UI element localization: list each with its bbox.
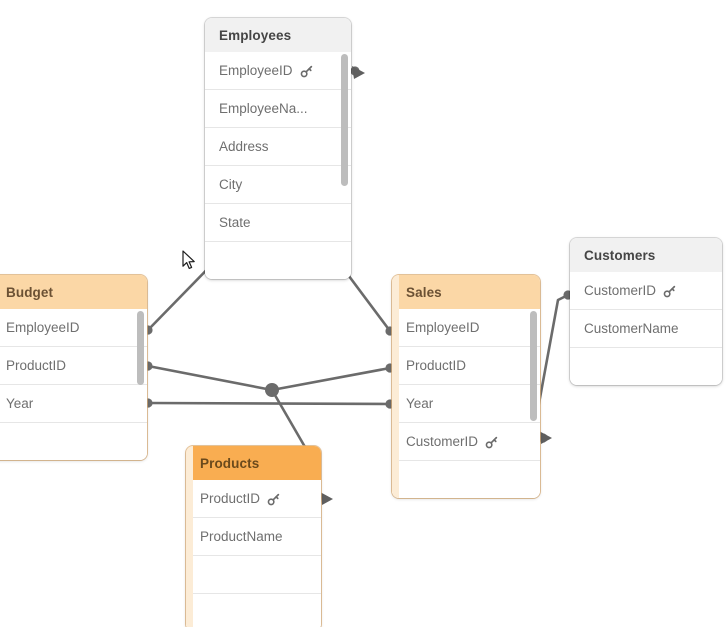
field-label: ProductID [6,358,67,373]
table-title-sales[interactable]: Sales [392,275,540,309]
table-accent-strip [392,275,399,498]
relationship-link-budget-junction[interactable] [146,364,274,392]
field-label: ProductID [200,491,261,506]
field-label: ProductName [200,529,283,544]
field-label: CustomerID [584,283,657,298]
field-row[interactable]: EmployeeNa... [205,89,351,127]
field-row[interactable]: City [205,165,351,203]
field-row[interactable]: CustomerName [570,309,722,347]
products-edge-arrow[interactable] [320,492,333,505]
link-junction-product-junction[interactable] [265,383,279,397]
field-row-empty [186,555,321,593]
field-row[interactable]: CustomerID [392,422,540,460]
field-row[interactable]: ProductID [0,346,147,384]
field-row-empty [0,422,147,460]
employees-edge-arrow[interactable] [352,66,365,79]
field-row[interactable]: State [205,203,351,241]
field-list-scrollbar[interactable] [530,311,537,421]
field-row[interactable]: Year [0,384,147,422]
link-endpoint-employees-employeeid[interactable] [350,66,360,76]
field-list-budget: EmployeeID ProductID Year [0,309,147,460]
field-label: Year [6,396,34,411]
table-title-customers[interactable]: Customers [570,238,722,272]
field-label: State [219,215,251,230]
field-list-scrollbar[interactable] [137,311,144,385]
field-row-empty [570,347,722,385]
field-row[interactable]: ProductName [186,517,321,555]
sales-edge-arrow[interactable] [539,431,552,444]
field-row[interactable]: EmployeeID [205,52,351,89]
field-row-empty [205,241,351,279]
field-label: EmployeeID [219,63,293,78]
field-label: ProductID [406,358,467,373]
field-label: CustomerID [406,434,479,449]
mouse-pointer-icon [182,250,195,269]
field-row[interactable]: CustomerID [570,272,722,309]
key-icon [267,493,280,506]
field-label: EmployeeID [406,320,480,335]
field-row-empty [392,460,540,498]
field-label: EmployeeNa... [219,101,308,116]
field-row[interactable]: Address [205,127,351,165]
relationship-link-sales-junction[interactable] [270,366,392,392]
field-row[interactable]: ProductID [392,346,540,384]
table-accent-strip [186,446,193,627]
field-row-empty [186,593,321,627]
key-icon [300,65,313,78]
field-list-customers: CustomerID CustomerName [570,272,722,385]
field-list-scrollbar[interactable] [341,54,348,186]
field-list-products: ProductID ProductName [186,480,321,627]
relationship-link-junction-products[interactable] [270,388,307,449]
table-title-products[interactable]: Products [186,446,321,480]
key-icon [663,285,676,298]
field-row[interactable]: EmployeeID [0,309,147,346]
table-title-employees[interactable]: Employees [205,18,351,52]
field-row[interactable]: EmployeeID [392,309,540,346]
key-icon [485,436,498,449]
field-label: EmployeeID [6,320,80,335]
field-label: Address [219,139,269,154]
field-row[interactable]: Year [392,384,540,422]
field-label: Year [406,396,434,411]
field-row[interactable]: ProductID [186,480,321,517]
field-label: CustomerName [584,321,679,336]
relationship-link-budget-sales-year[interactable] [146,401,392,406]
table-title-budget[interactable]: Budget [0,275,147,309]
field-label: City [219,177,243,192]
